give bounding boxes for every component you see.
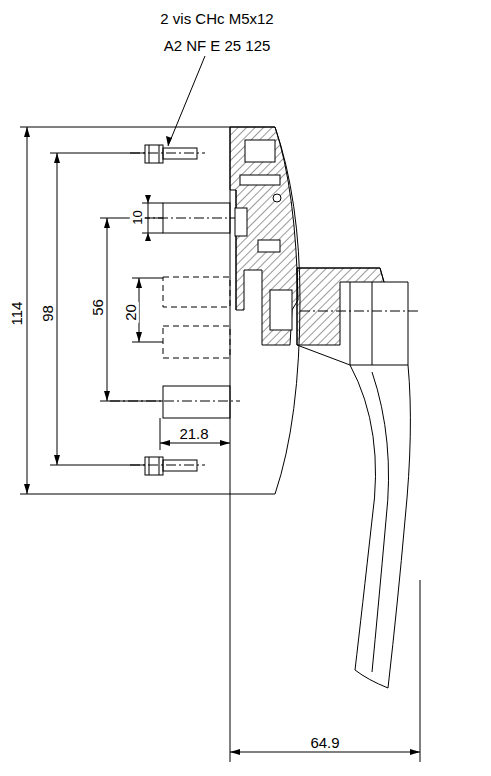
dimension-value: 114 bbox=[8, 299, 25, 327]
screw-note: 2 vis CHc M5x12 bbox=[158, 10, 275, 27]
screw-note: A2 NF E 25 125 bbox=[162, 37, 273, 54]
dimension-value: 21.8 bbox=[177, 425, 210, 442]
dimension-value: 98 bbox=[39, 303, 56, 324]
dimension-value: 20 bbox=[122, 302, 139, 323]
dimension-value: 64.9 bbox=[308, 734, 341, 751]
dimension-value: 56 bbox=[89, 297, 106, 318]
dimension-value: 10 bbox=[130, 208, 145, 226]
